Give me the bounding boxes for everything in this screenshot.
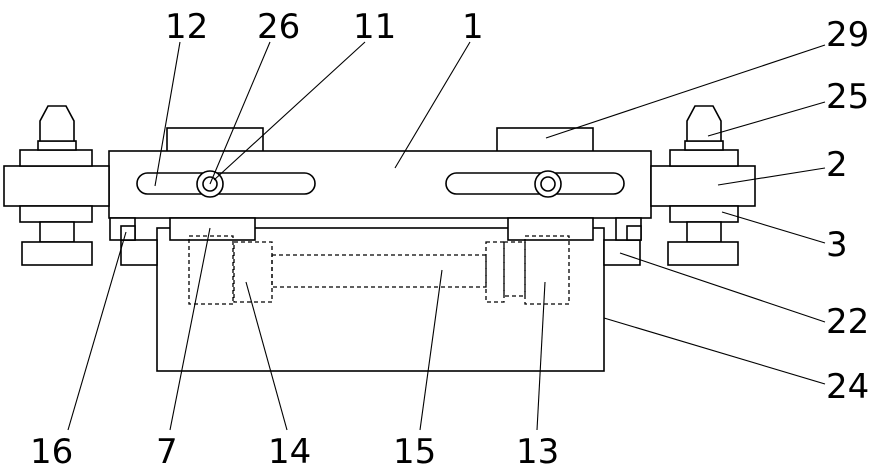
right-bottom-plate (508, 218, 593, 240)
right-clamp-assembly (651, 106, 755, 265)
callout-12: 12 (165, 7, 208, 47)
callout-7: 7 (156, 432, 178, 472)
right-top-block (497, 128, 593, 152)
left-side-rail (121, 240, 157, 265)
callout-3: 3 (826, 225, 848, 265)
callout-22: 22 (826, 302, 869, 342)
callout-2: 2 (826, 145, 848, 185)
callout-1: 1 (462, 7, 484, 47)
right-bolt (535, 171, 561, 197)
left-bottom-plate (170, 218, 255, 240)
base-block (157, 228, 604, 371)
left-clamp-assembly (4, 106, 109, 265)
callout-26: 26 (257, 7, 300, 47)
callout-11: 11 (353, 7, 396, 47)
right-side-rail (604, 240, 640, 265)
callout-13: 13 (516, 432, 559, 472)
callout-15: 15 (393, 432, 436, 472)
callout-16: 16 (30, 432, 73, 472)
callout-24: 24 (826, 367, 869, 407)
callout-29: 29 (826, 15, 869, 55)
callout-14: 14 (268, 432, 311, 472)
right-small-block-inner (627, 226, 641, 240)
callout-25: 25 (826, 77, 869, 117)
left-small-block-inner (121, 226, 135, 240)
left-slot (137, 173, 315, 194)
